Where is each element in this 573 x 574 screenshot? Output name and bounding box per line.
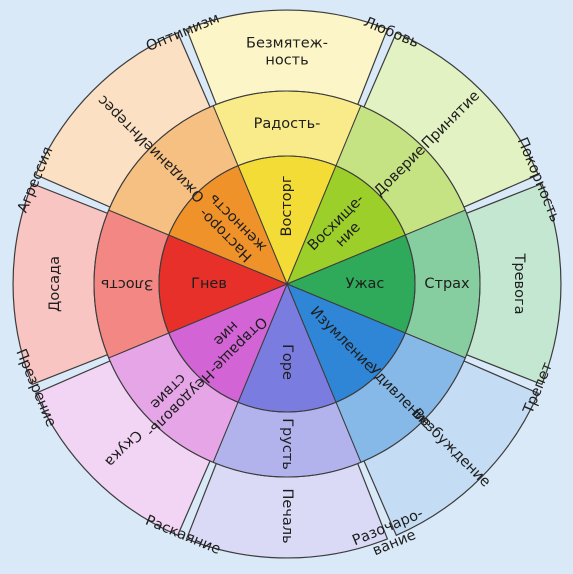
- label-inner-anger-group: Гнев: [191, 276, 227, 292]
- label-inner-sadness-group: Горе: [279, 344, 295, 380]
- label-outer-sadness-group: Печаль: [279, 488, 295, 543]
- label-middle-sadness: Грусть: [279, 418, 295, 470]
- label-outer-sadness: Печаль: [279, 488, 295, 543]
- label-middle-joy-group: Радость-: [254, 116, 321, 132]
- label-inner-joy: Восторг: [279, 176, 295, 237]
- label-outer-joy: Безмятеж-: [246, 36, 328, 52]
- label-middle-anger: Злость: [101, 276, 153, 292]
- label-inner-fear: Ужас: [346, 276, 385, 292]
- label-outer-anger: Досада: [47, 256, 63, 312]
- label-inner-anger: Гнев: [191, 276, 227, 292]
- inner-circle: [158, 155, 416, 413]
- label-outer-anger-group: Досада: [47, 256, 63, 312]
- middle-circle: [93, 90, 481, 478]
- label-outer-fear-group: Тревога: [511, 253, 527, 315]
- label-outer-joy-group: Безмятеж-ность: [246, 36, 328, 69]
- label-inner-sadness: Горе: [279, 344, 295, 380]
- inner-ring-layer: [158, 155, 416, 413]
- guide-circles: [93, 90, 481, 478]
- label-inner-fear-group: Ужас: [346, 276, 385, 292]
- label-outer-fear: Тревога: [511, 253, 527, 315]
- label-middle-sadness-group: Грусть: [279, 418, 295, 470]
- label-inner-joy-group: Восторг: [279, 176, 295, 237]
- label-middle-fear-group: Страх: [424, 276, 470, 292]
- label-middle-joy: Радость-: [254, 116, 321, 132]
- label-middle-fear: Страх: [424, 276, 470, 292]
- label-outer-joy: ность: [265, 53, 308, 69]
- label-middle-anger-group: Злость: [101, 276, 153, 292]
